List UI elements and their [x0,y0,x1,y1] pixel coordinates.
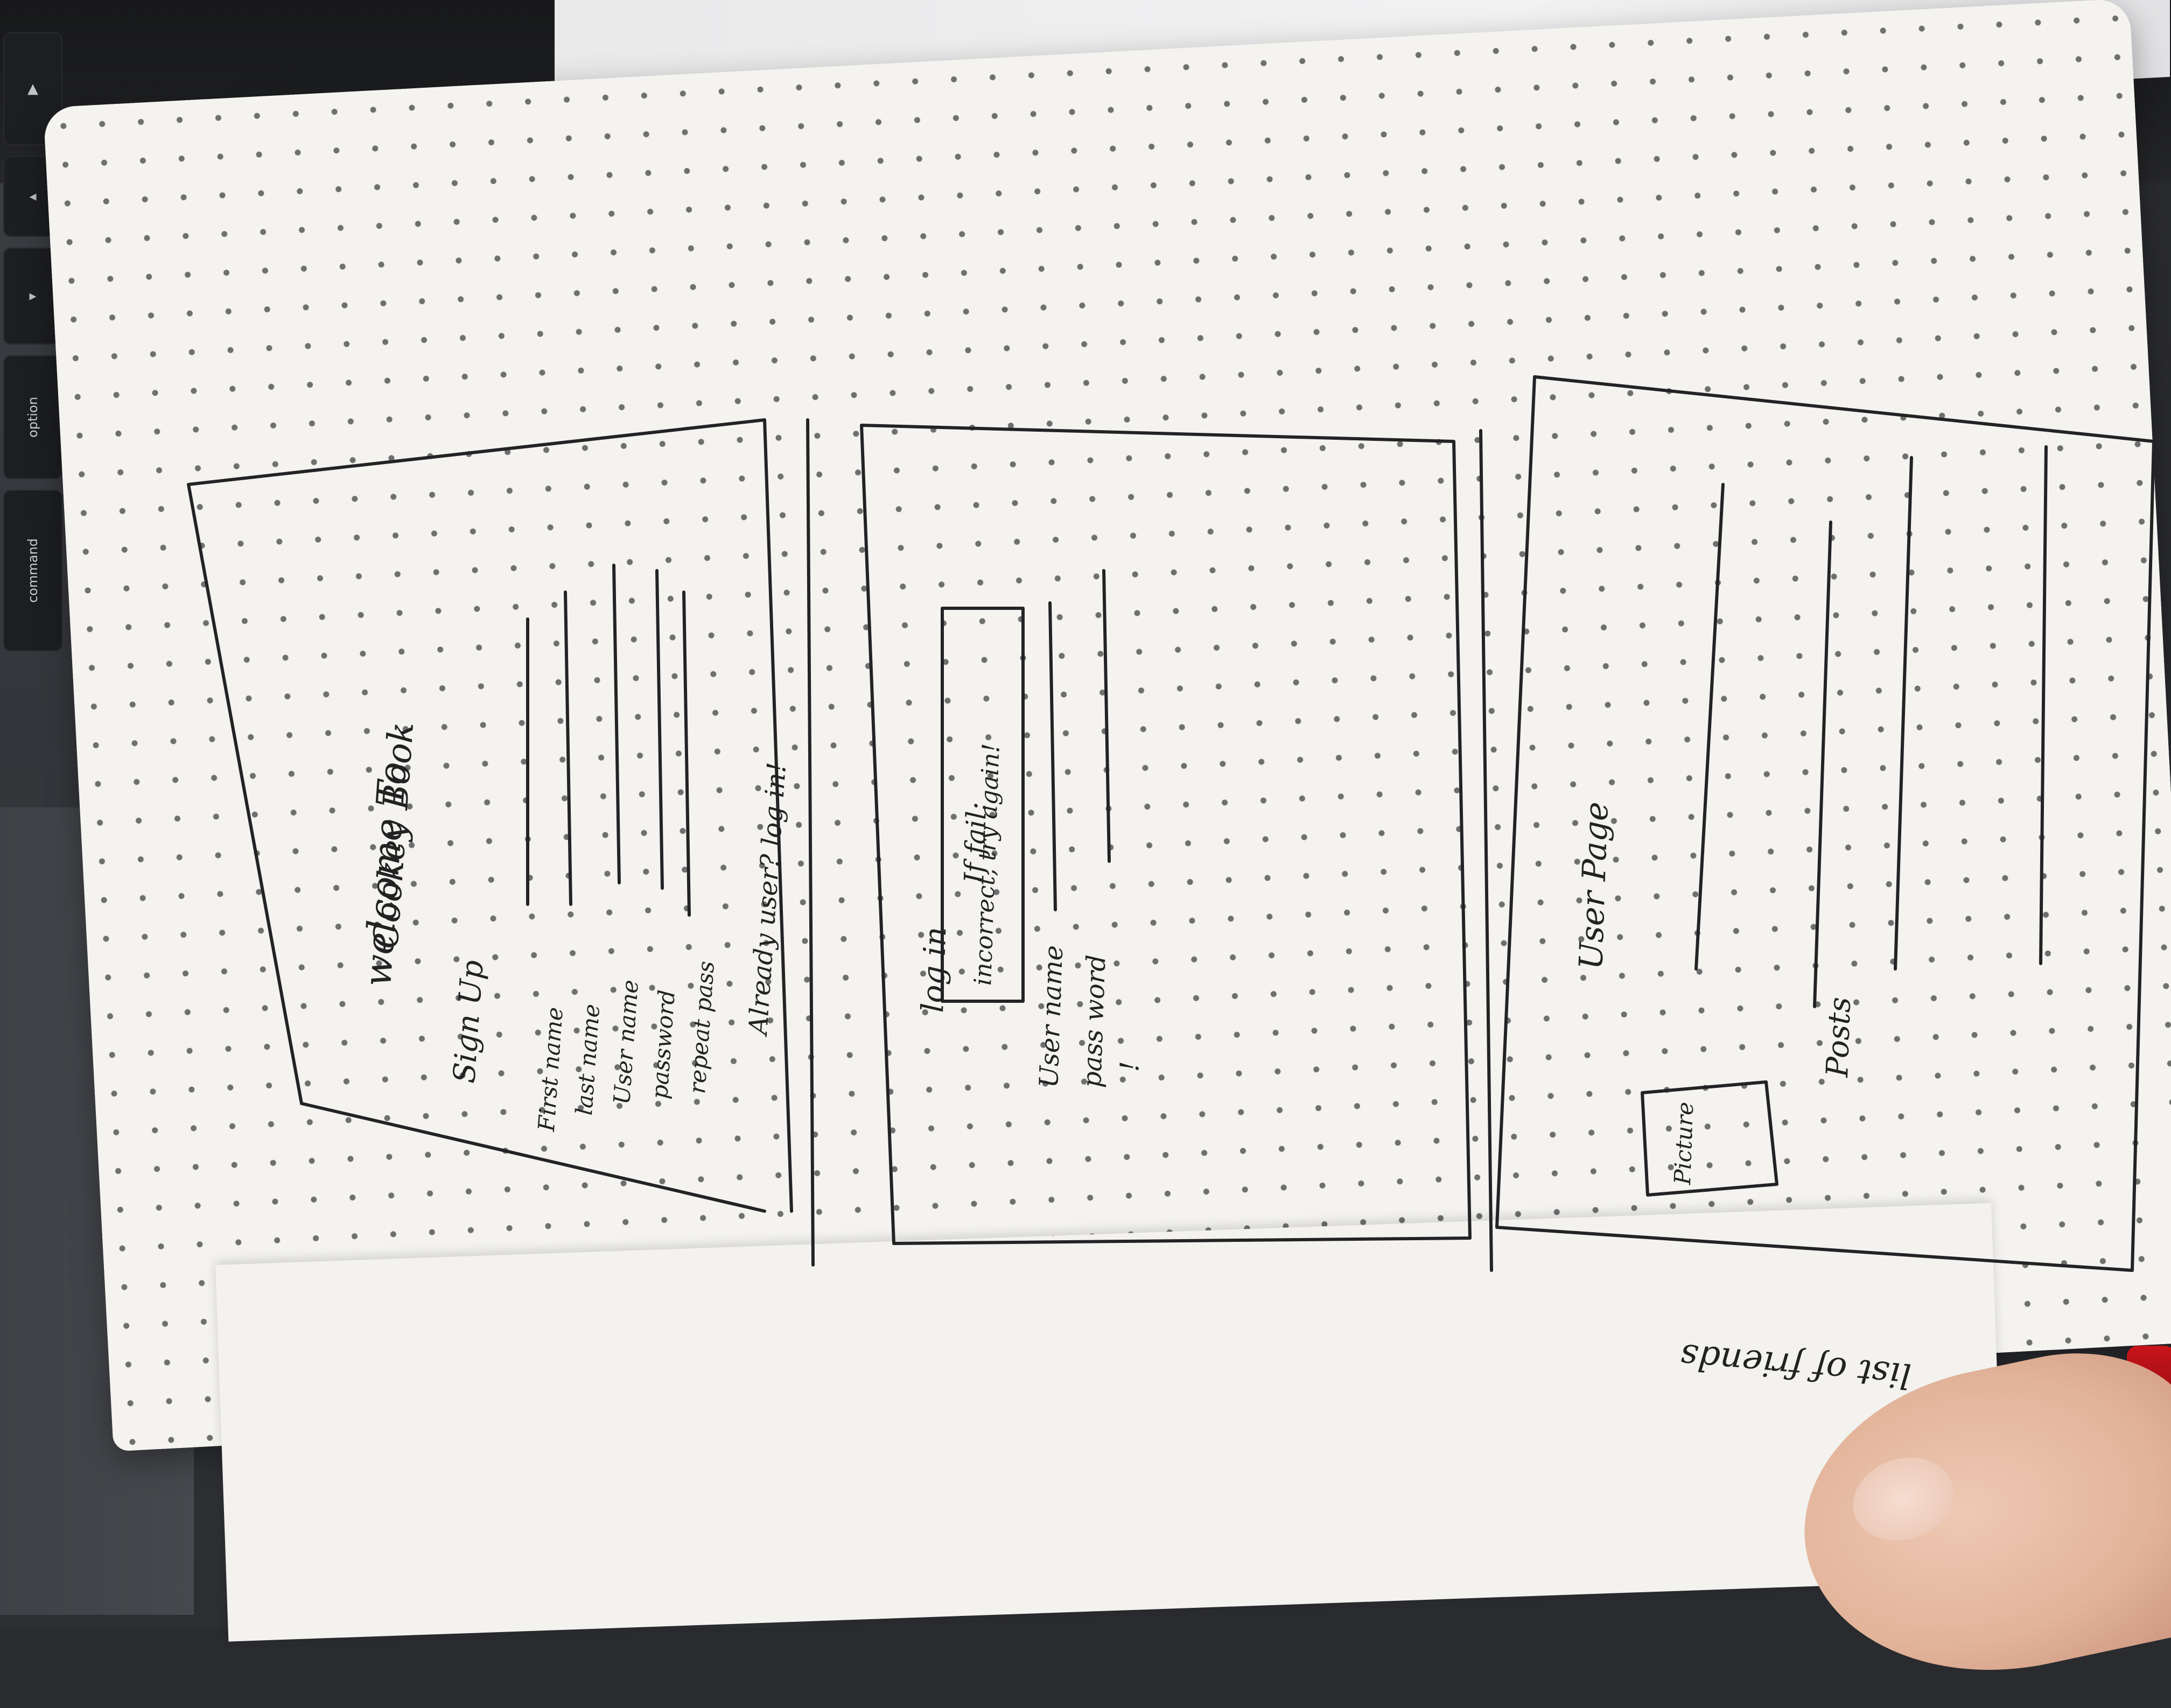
user-line-3 [1894,456,1913,971]
signup-line-5 [682,591,691,917]
signup-line-2 [564,591,572,906]
login-heading: log in [915,926,954,1014]
login-line-1 [1048,601,1057,911]
user-heading: User Page [1572,801,1616,971]
fail-box [941,607,1025,1003]
key-command: command [3,490,62,651]
sketch-lines [0,0,2171,1628]
login-line-2 [1102,569,1111,863]
divider-2 [1479,429,1493,1272]
key-option: option [3,355,62,479]
login-bang: ! [1115,1060,1145,1072]
user-posts-label: Posts [1820,996,1858,1078]
signup-line-4 [655,569,664,890]
picture-box [1641,1080,1778,1197]
user-picture-label: Picture [1669,1101,1699,1185]
signup-line-3 [612,564,621,884]
user-panel-frame [1495,375,2155,1272]
login-panel-frame [860,424,1472,1245]
user-line-2 [1813,521,1832,1008]
user-line-4 [2039,445,2048,965]
key-right-label: ▸ [29,288,37,304]
user-line-1 [1694,483,1725,971]
key-left-label: ◂ [29,188,37,205]
login-field-1: User name [1034,945,1069,1088]
signup-panel-frame [187,418,793,1213]
key-up-label: ▲ [27,81,38,97]
login-field-2: pass word [1077,954,1112,1088]
divider-1 [806,418,815,1267]
